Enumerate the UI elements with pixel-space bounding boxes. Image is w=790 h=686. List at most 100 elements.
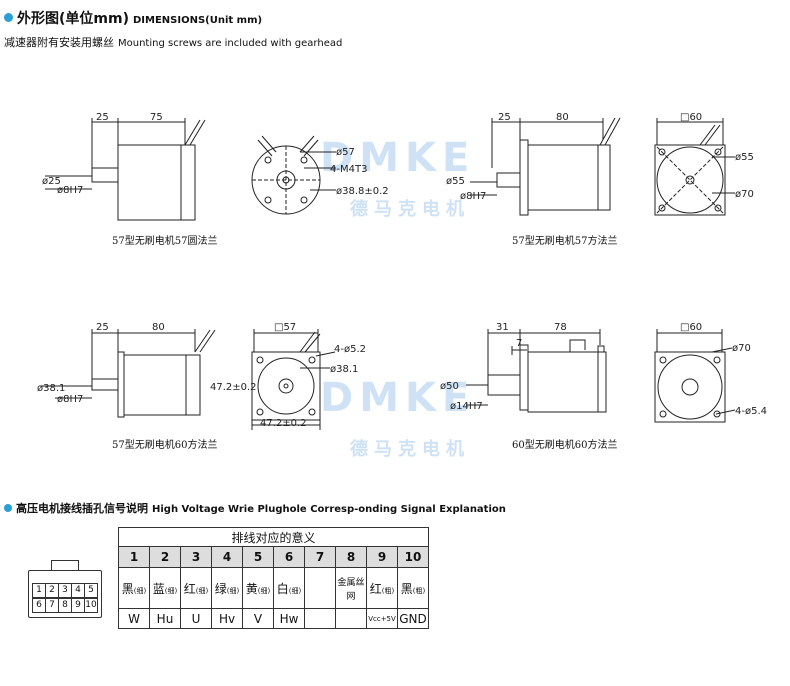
signal-name: W xyxy=(118,608,150,629)
drawing-57-round-front xyxy=(251,135,336,215)
d7-dim-c: 7 xyxy=(516,338,522,349)
pin-number: 9 xyxy=(366,546,398,568)
drawing-57-square-side xyxy=(470,117,621,216)
pin-number: 2 xyxy=(149,546,181,568)
d6-label-a: 4-ø5.2 xyxy=(334,344,366,355)
signal-name: U xyxy=(180,608,212,629)
drawing-60-60sq-front xyxy=(654,329,736,423)
drawing-60-60sq-side xyxy=(466,329,607,413)
d3-dim-a: 25 xyxy=(498,112,511,123)
d8-square: □60 xyxy=(680,322,702,333)
section-title: 外形图(单位mm)DIMENSIONS(Unit mm) xyxy=(4,8,262,28)
drawing-57-60sq-front xyxy=(251,329,336,430)
d8-label-b: 4-ø5.4 xyxy=(735,406,767,417)
pin-number: 5 xyxy=(242,546,274,568)
d6-label-b: ø38.1 xyxy=(330,364,358,375)
d6-label-d: 47.2±0.2 xyxy=(260,418,307,429)
signal-name xyxy=(304,608,336,629)
wire-color-name: 绿 xyxy=(214,581,227,596)
wire-gauge-tag: (细) xyxy=(257,586,271,595)
connector-pin: 10 xyxy=(84,598,98,613)
watermark-logo-1: DMKE xyxy=(320,135,476,181)
drawing-57-square-front xyxy=(654,118,735,216)
pin-number: 7 xyxy=(304,546,336,568)
d4-square: □60 xyxy=(680,112,702,123)
pin-number: 4 xyxy=(211,546,243,568)
wire-color-name: 红 xyxy=(183,581,196,596)
d5-dia-b: ø8H7 xyxy=(57,394,83,405)
pin-number: 1 xyxy=(118,546,150,568)
d8-label-a: ø70 xyxy=(732,343,751,354)
d3-dim-b: 80 xyxy=(556,112,569,123)
drawing-57-round-side xyxy=(45,118,206,221)
d7-dim-b: 78 xyxy=(554,322,567,333)
connector-pin: 7 xyxy=(45,598,59,613)
d1-dim-b: 75 xyxy=(150,112,163,123)
wire-color-name: 红 xyxy=(369,581,382,596)
bullet-icon xyxy=(4,504,12,512)
signal-name: Hv xyxy=(211,608,243,629)
d1-dia-b: ø8H7 xyxy=(57,185,83,196)
connector-pin: 2 xyxy=(45,583,59,598)
d6-square: □57 xyxy=(274,322,296,333)
pin-number: 8 xyxy=(335,546,367,568)
wire-gauge-tag: (细) xyxy=(288,586,302,595)
d7-dia-b: ø14H7 xyxy=(450,401,483,412)
d5-dim-b: 80 xyxy=(152,322,165,333)
d5-dia-a: ø38.1 xyxy=(37,383,65,394)
wire-color: 蓝(细) xyxy=(149,567,181,609)
wire-color: 黄(细) xyxy=(242,567,274,609)
d2-label-c: ø38.8±0.2 xyxy=(336,186,389,197)
pin-number: 6 xyxy=(273,546,305,568)
wire-color: 白(细) xyxy=(273,567,305,609)
wire-color: 红(细) xyxy=(180,567,212,609)
caption-d3: 57型无刷电机57方法兰 xyxy=(512,236,618,247)
watermark-logo-2: DMKE xyxy=(320,375,476,421)
d1-dia-a: ø25 xyxy=(42,176,61,187)
d3-dia-a: ø55 xyxy=(446,176,465,187)
table-title: 排线对应的意义 xyxy=(118,527,429,547)
wire-gauge-tag: (粗) xyxy=(381,586,395,595)
wire-color-name: 黑 xyxy=(400,581,413,596)
connector-pin: 9 xyxy=(71,598,85,613)
d3-dia-b: ø8H7 xyxy=(460,191,486,202)
signal-name: Hw xyxy=(273,608,305,629)
wire-gauge-tag: (细) xyxy=(195,586,209,595)
wire-color: 黑(细) xyxy=(118,567,150,609)
connector-pin: 8 xyxy=(58,598,72,613)
wire-color-name: 黑 xyxy=(121,581,134,596)
wire-color-name: 黄 xyxy=(245,581,258,596)
wire-gauge-tag: (粗) xyxy=(412,586,426,595)
signal-name: GND xyxy=(397,608,429,629)
connector-pin: 5 xyxy=(84,583,98,598)
wire-gauge-tag: (细) xyxy=(133,586,147,595)
signal-name: Vcc+5V xyxy=(366,608,398,629)
wire-color: 红(粗) xyxy=(366,567,398,609)
d1-dim-a: 25 xyxy=(96,112,109,123)
wire-color xyxy=(304,567,336,609)
signal-name: Hu xyxy=(149,608,181,629)
connector-pin: 3 xyxy=(58,583,72,598)
pin-number: 3 xyxy=(180,546,212,568)
connector-pin: 1 xyxy=(32,583,46,598)
signal-name xyxy=(335,608,367,629)
connector-pin: 4 xyxy=(71,583,85,598)
wire-color: 绿(细) xyxy=(211,567,243,609)
d6-label-c: 47.2±0.2 xyxy=(210,382,257,393)
d4-label-b: ø70 xyxy=(735,189,754,200)
signal-name: V xyxy=(242,608,274,629)
caption-d5: 57型无刷电机60方法兰 xyxy=(112,440,218,451)
wire-color: 金属丝网 xyxy=(335,567,367,609)
d4-label-a: ø55 xyxy=(735,152,754,163)
connector-pin: 6 xyxy=(32,598,46,613)
drawing-57-60sq-side xyxy=(40,329,216,418)
wire-gauge-tag: (细) xyxy=(226,586,240,595)
wire-gauge-tag: (细) xyxy=(164,586,178,595)
wire-color: 黑(粗) xyxy=(397,567,429,609)
